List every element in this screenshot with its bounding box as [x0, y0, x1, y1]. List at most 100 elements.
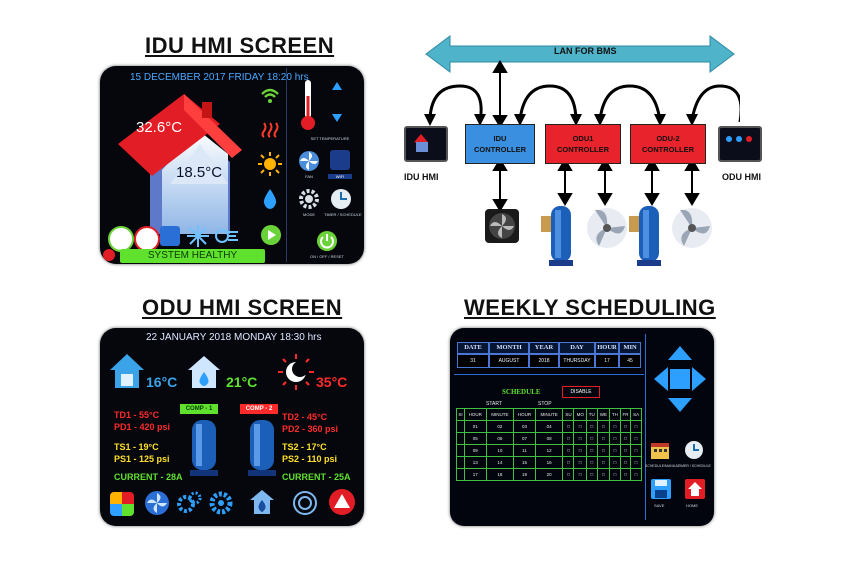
power-icon[interactable]: [316, 230, 338, 252]
value-year[interactable]: 2018: [529, 354, 559, 368]
stop-hour-cell[interactable]: 11: [513, 444, 536, 457]
start-minute-cell[interactable]: 10: [485, 444, 515, 457]
dpad-right-icon[interactable]: [692, 367, 706, 391]
day-checkbox[interactable]: □: [619, 456, 632, 469]
day-checkbox[interactable]: □: [609, 420, 621, 433]
start-hour-cell[interactable]: 05: [463, 432, 487, 445]
home-icon[interactable]: [684, 478, 706, 500]
temp-down-arrow[interactable]: [332, 114, 342, 122]
day-checkbox[interactable]: □: [609, 432, 621, 445]
day-checkbox[interactable]: □: [573, 456, 587, 469]
start-minute-cell[interactable]: 18: [485, 468, 515, 481]
day-checkbox[interactable]: □: [619, 432, 632, 445]
day-checkbox[interactable]: □: [630, 468, 642, 481]
fan-icon[interactable]: [298, 150, 320, 172]
day-checkbox[interactable]: □: [562, 468, 575, 481]
day-checkbox[interactable]: □: [619, 420, 632, 433]
day-checkbox[interactable]: □: [585, 468, 598, 481]
day-checkbox[interactable]: □: [562, 432, 575, 445]
timer-schedule-icon[interactable]: [684, 440, 704, 460]
dpad-up-icon[interactable]: [668, 346, 692, 360]
wifi-button-icon[interactable]: [330, 150, 350, 170]
disable-button[interactable]: DISABLE: [562, 386, 600, 398]
stop-minute-cell[interactable]: 12: [534, 444, 564, 457]
header-day: DAY: [559, 342, 595, 354]
stop-minute-cell[interactable]: 08: [534, 432, 564, 445]
start-minute-cell[interactable]: 06: [485, 432, 515, 445]
play-icon[interactable]: [260, 224, 282, 246]
puzzle-icon[interactable]: [110, 492, 134, 516]
odu-alarm-icon[interactable]: [328, 488, 356, 516]
stop-minute-cell[interactable]: 04: [534, 420, 564, 433]
day-checkbox[interactable]: □: [562, 444, 575, 457]
snowflake-icon[interactable]: [186, 224, 210, 248]
day-checkbox[interactable]: □: [585, 432, 598, 445]
day-checkbox[interactable]: □: [619, 444, 632, 457]
start-minute-cell[interactable]: 14: [485, 456, 515, 469]
day-checkbox[interactable]: □: [596, 456, 611, 469]
day-checkbox[interactable]: □: [596, 432, 611, 445]
day-checkbox[interactable]: □: [562, 456, 575, 469]
day-checkbox[interactable]: □: [596, 420, 611, 433]
value-month[interactable]: AUGUST: [489, 354, 529, 368]
stop-hour-cell[interactable]: 19: [513, 468, 536, 481]
refresh-icon[interactable]: [292, 490, 318, 516]
col-we: WE: [596, 408, 611, 421]
start-hour-cell[interactable]: 01: [463, 420, 487, 433]
day-checkbox[interactable]: □: [596, 468, 611, 481]
day-checkbox[interactable]: □: [609, 456, 621, 469]
info-icon[interactable]: [160, 226, 180, 246]
home-water-icon[interactable]: [248, 488, 276, 516]
day-checkbox[interactable]: □: [630, 420, 642, 433]
dpad-center-icon[interactable]: [670, 369, 690, 389]
value-date[interactable]: 31: [457, 354, 489, 368]
stop-minute-cell[interactable]: 20: [534, 468, 564, 481]
day-checkbox[interactable]: □: [630, 432, 642, 445]
day-checkbox[interactable]: □: [585, 456, 598, 469]
calendar-icon[interactable]: [650, 440, 670, 460]
timer-icon[interactable]: [330, 188, 352, 210]
day-checkbox[interactable]: □: [609, 468, 621, 481]
start-minute-cell[interactable]: 02: [485, 420, 515, 433]
alarm-icon[interactable]: [103, 249, 115, 261]
start-hour-cell[interactable]: 13: [463, 456, 487, 469]
dpad-down-icon[interactable]: [668, 398, 692, 412]
schedule-manual-label: SCHEDULE/MANUAL: [645, 464, 680, 468]
day-checkbox[interactable]: □: [619, 468, 632, 481]
day-checkbox[interactable]: □: [573, 432, 587, 445]
value-day[interactable]: THURSDAY: [559, 354, 595, 368]
stop-hour-cell[interactable]: 07: [513, 432, 536, 445]
stop-minute-cell[interactable]: 16: [534, 456, 564, 469]
pd1-reading: PD1 - 420 psi: [114, 422, 171, 432]
c-button-icon[interactable]: [108, 226, 134, 252]
day-checkbox[interactable]: □: [630, 444, 642, 457]
stop-hour-cell[interactable]: 03: [513, 420, 536, 433]
day-checkbox[interactable]: □: [630, 456, 642, 469]
day-checkbox[interactable]: □: [573, 420, 587, 433]
day-checkbox[interactable]: □: [573, 468, 587, 481]
day-checkbox[interactable]: □: [573, 444, 587, 457]
thermometer-icon: [301, 80, 315, 130]
day-checkbox[interactable]: □: [609, 444, 621, 457]
save-icon[interactable]: [650, 478, 672, 500]
mode-label: MODE: [303, 212, 315, 217]
dpad-left-icon[interactable]: [654, 367, 668, 391]
settings-gear-icon[interactable]: [208, 490, 234, 516]
day-checkbox[interactable]: □: [585, 444, 598, 457]
gears-icon[interactable]: [176, 490, 202, 516]
fan-wind-icon[interactable]: [214, 224, 240, 248]
stop-hour-cell[interactable]: 15: [513, 456, 536, 469]
day-checkbox[interactable]: □: [562, 420, 575, 433]
start-hour-cell[interactable]: 09: [463, 444, 487, 457]
header-year: YEAR: [529, 342, 559, 354]
mode-gear-icon[interactable]: [298, 188, 320, 210]
temp-up-arrow[interactable]: [332, 82, 342, 90]
start-hour-cell[interactable]: 17: [463, 468, 487, 481]
odu1-controller-box: ODU1 CONTROLLER: [545, 124, 621, 164]
odu-fan-button-icon[interactable]: [144, 490, 170, 516]
day-checkbox[interactable]: □: [585, 420, 598, 433]
value-min[interactable]: 45: [619, 354, 641, 368]
value-hour[interactable]: 17: [595, 354, 619, 368]
day-checkbox[interactable]: □: [596, 444, 611, 457]
comp-1-badge: COMP - 1: [180, 404, 218, 414]
